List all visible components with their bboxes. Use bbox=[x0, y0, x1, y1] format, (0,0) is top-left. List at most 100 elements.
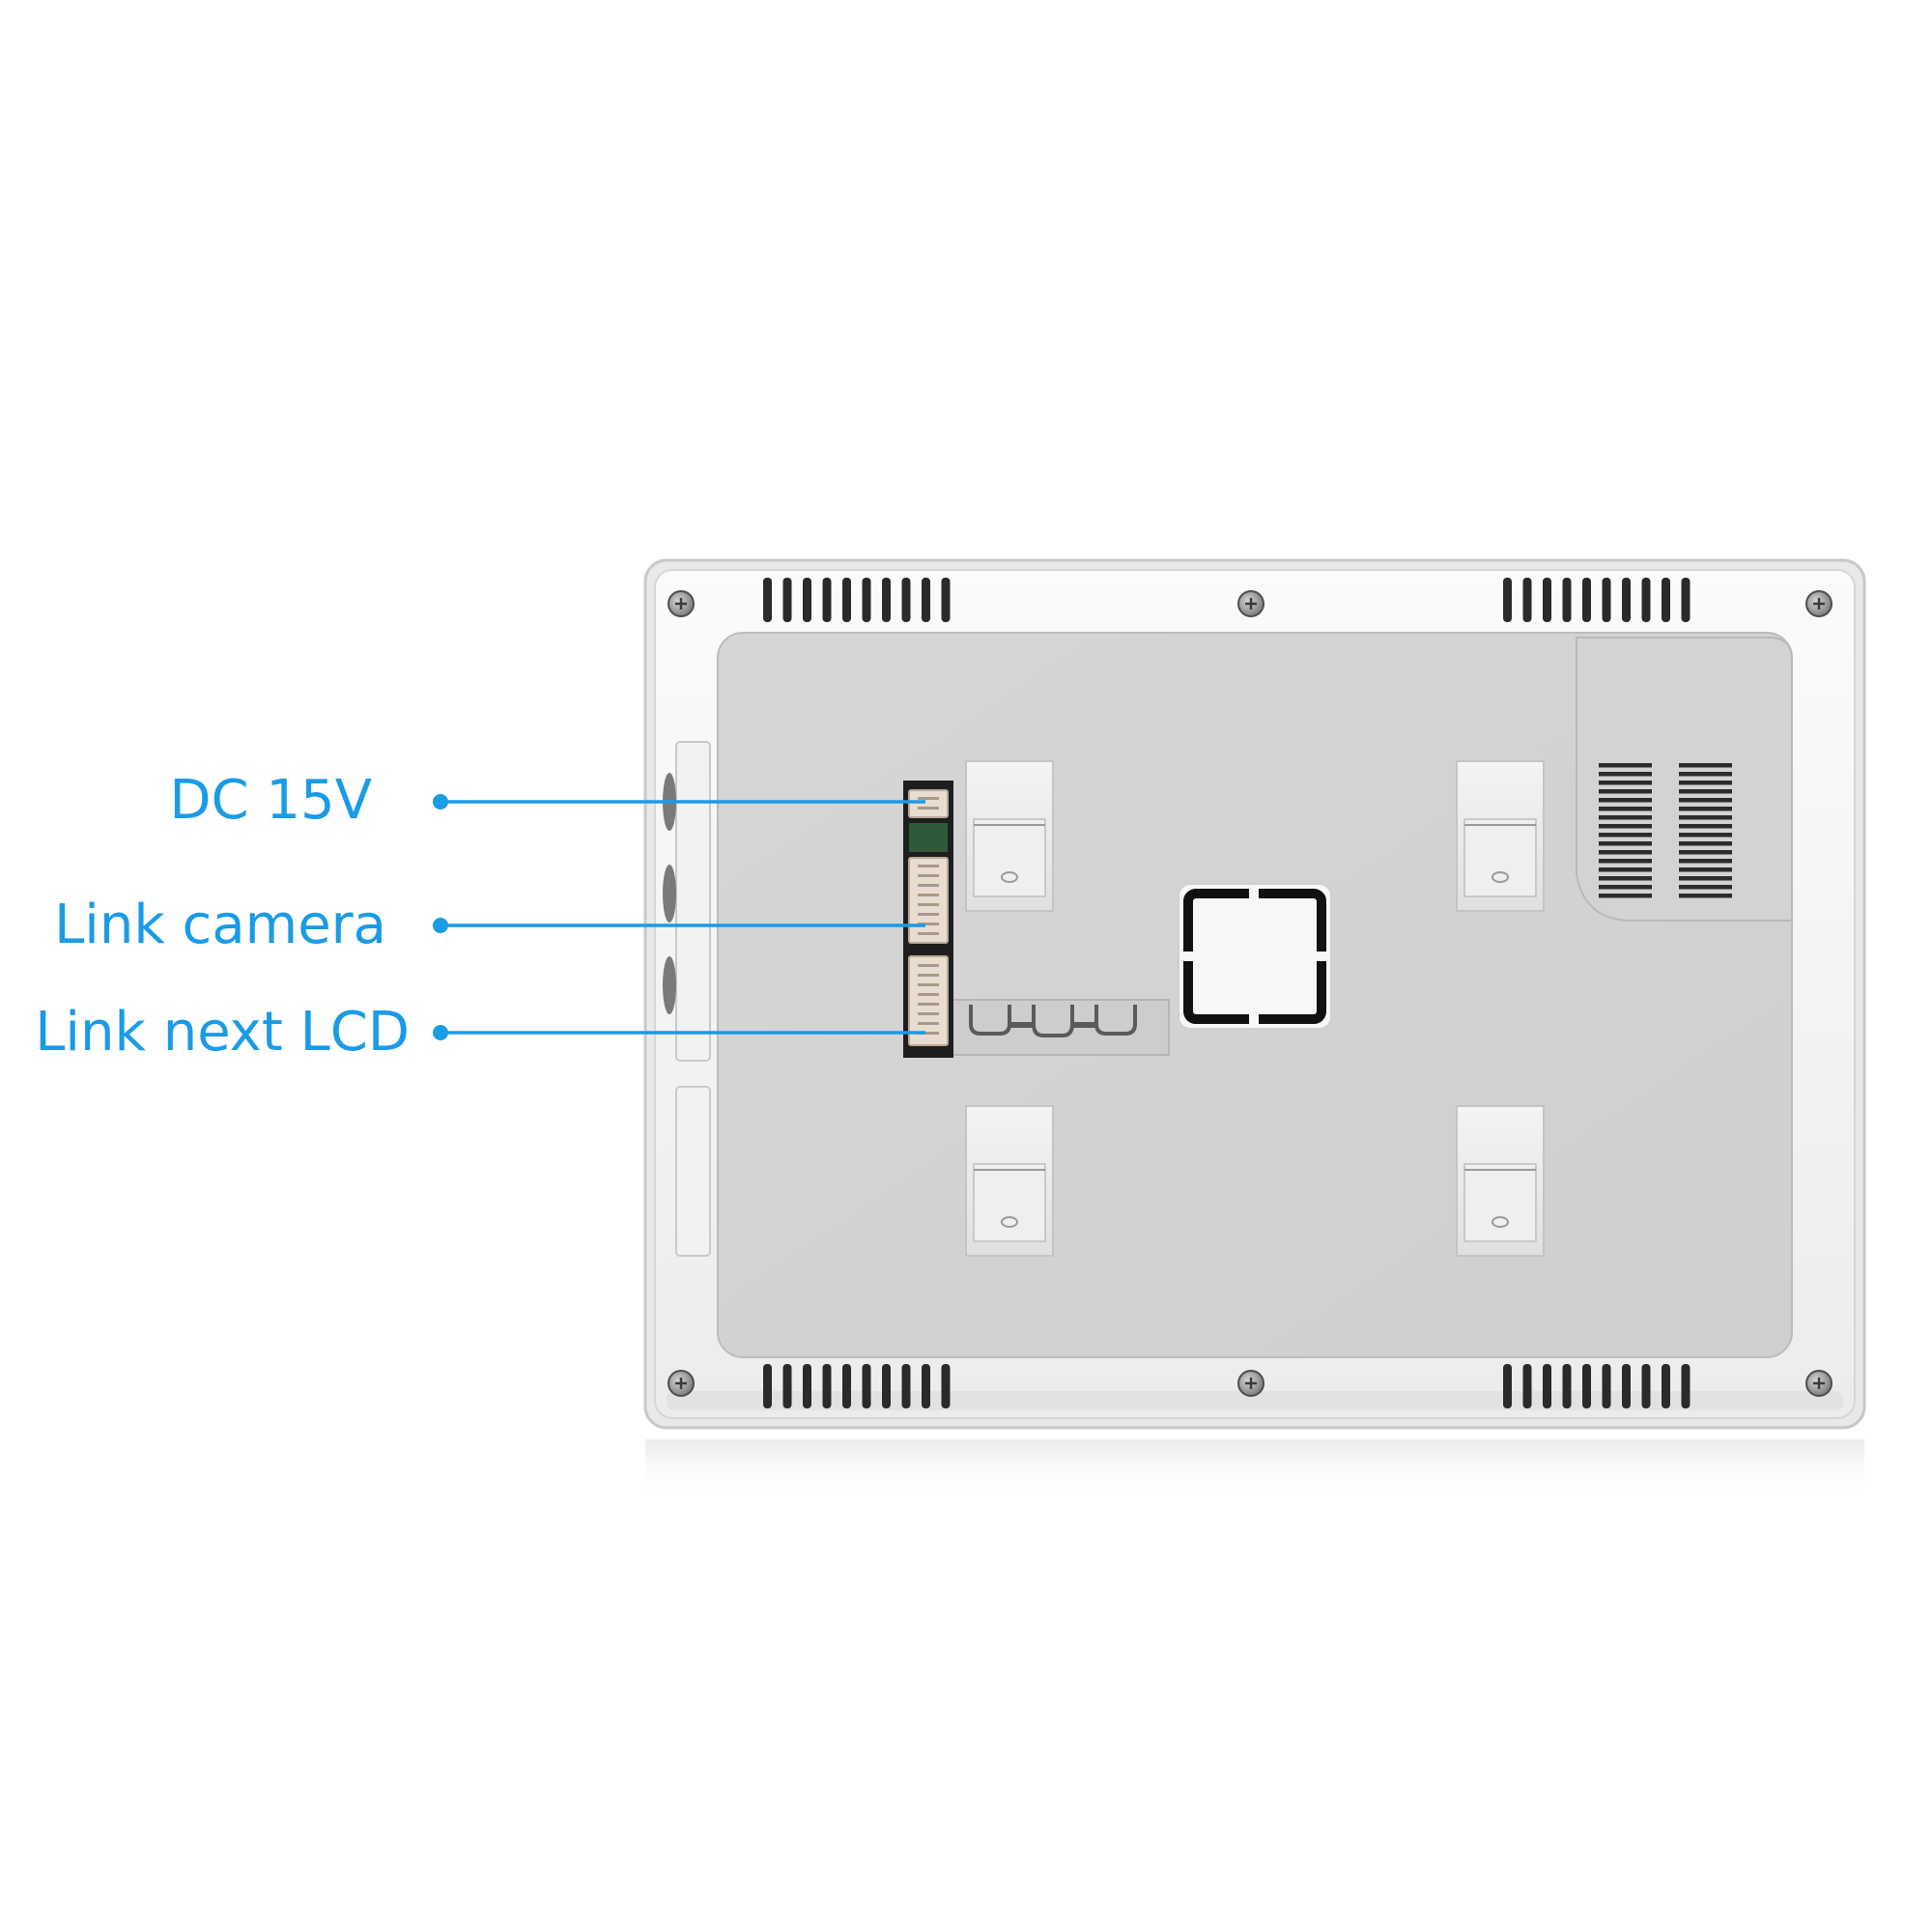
vent-slot bbox=[862, 578, 871, 622]
vent-slot bbox=[1543, 1364, 1551, 1408]
bracket-hole bbox=[1001, 1216, 1018, 1228]
connector-pin bbox=[918, 1022, 939, 1025]
grille-bar bbox=[1599, 798, 1652, 803]
vent-slot bbox=[782, 1364, 792, 1408]
screws bbox=[668, 590, 1833, 1397]
vent-slot bbox=[882, 1364, 891, 1408]
mounting-brackets bbox=[965, 760, 1545, 1257]
speaker-panel bbox=[1576, 637, 1793, 922]
vent-slots-top-right bbox=[1503, 578, 1690, 622]
connector-pin bbox=[918, 894, 939, 896]
connector-pin bbox=[918, 1032, 939, 1035]
grille-bar bbox=[1599, 824, 1652, 829]
bracket-slot bbox=[1463, 818, 1537, 897]
connector-pin bbox=[918, 964, 939, 967]
vent-slot bbox=[1622, 1364, 1631, 1408]
connector-pin bbox=[918, 807, 939, 810]
connector-pin bbox=[918, 983, 939, 986]
grille-bar bbox=[1679, 807, 1732, 811]
connector-pin bbox=[918, 974, 939, 977]
connector-pin bbox=[918, 1003, 939, 1006]
grille-bar bbox=[1679, 885, 1732, 890]
side-buttons bbox=[663, 741, 711, 1257]
callout-label-dc-15v: DC 15V bbox=[169, 769, 372, 832]
connector-pin bbox=[918, 874, 939, 877]
grille-bar bbox=[1679, 894, 1732, 898]
vent-slot bbox=[1681, 578, 1690, 622]
screw-slot bbox=[1813, 598, 1825, 610]
grille-bar bbox=[1599, 789, 1652, 794]
grille-bar bbox=[1679, 850, 1732, 855]
vent-slot bbox=[1503, 578, 1512, 622]
grille-bar bbox=[1599, 867, 1652, 872]
vent-slot bbox=[1562, 578, 1572, 622]
grille-bar bbox=[1679, 867, 1732, 872]
grille-bar bbox=[1679, 815, 1732, 820]
connector-pin bbox=[918, 932, 939, 935]
vent-slots-top-left bbox=[763, 578, 951, 622]
bracket-hole bbox=[1001, 871, 1018, 883]
bracket-hole bbox=[1492, 1216, 1509, 1228]
vent-slot bbox=[782, 578, 792, 622]
grille-bar bbox=[1599, 885, 1652, 890]
connector-pin bbox=[918, 1012, 939, 1015]
grille-bar bbox=[1679, 833, 1732, 838]
vent-slot bbox=[1641, 578, 1651, 622]
vent-slot bbox=[1522, 1364, 1532, 1408]
connector-pin bbox=[918, 797, 939, 800]
grille-bar bbox=[1679, 876, 1732, 881]
vent-slot bbox=[822, 578, 832, 622]
grille-bar bbox=[1599, 833, 1652, 838]
vent-slot bbox=[842, 1364, 851, 1408]
vent-slot bbox=[803, 1364, 811, 1408]
grille-bar bbox=[1679, 859, 1732, 864]
grille-bar bbox=[1599, 781, 1652, 785]
vent-slot bbox=[901, 578, 911, 622]
vent-slot bbox=[1641, 1364, 1651, 1408]
vent-slot bbox=[842, 578, 851, 622]
grille-bar bbox=[1679, 763, 1732, 768]
connector-pin bbox=[918, 913, 939, 916]
grille-bar bbox=[1679, 789, 1732, 794]
vent-slot bbox=[822, 1364, 832, 1408]
cable-channel-notches bbox=[969, 1005, 1137, 1037]
bracket-slot bbox=[1463, 1163, 1537, 1242]
callout-label-link-next-lcd: Link next LCD bbox=[35, 1001, 410, 1064]
connector-pins bbox=[918, 797, 939, 1035]
vent-slot bbox=[941, 1364, 951, 1408]
connector-pin bbox=[918, 993, 939, 996]
grille-bar bbox=[1679, 798, 1732, 803]
vent-slot bbox=[803, 578, 811, 622]
grille-bar bbox=[1599, 850, 1652, 855]
vent-slot bbox=[1681, 1364, 1690, 1408]
grille-bar bbox=[1679, 841, 1732, 846]
connector-pin bbox=[918, 923, 939, 925]
bracket-slot bbox=[973, 818, 1046, 897]
monitor-housing bbox=[643, 558, 1866, 1497]
vent-slot bbox=[1582, 1364, 1591, 1408]
vent-slot bbox=[922, 578, 930, 622]
grille-bar bbox=[1679, 772, 1732, 777]
callout-camera: Link camera bbox=[54, 894, 925, 956]
center-mount-hole bbox=[1178, 883, 1332, 1030]
callout-power: DC 15V bbox=[169, 769, 925, 832]
grille-bar bbox=[1599, 894, 1652, 898]
device-reflection bbox=[645, 1439, 1864, 1497]
grille-bar bbox=[1599, 815, 1652, 820]
connector-pin bbox=[918, 884, 939, 887]
vent-slot bbox=[1543, 578, 1551, 622]
vent-slot bbox=[862, 1364, 871, 1408]
vent-slot bbox=[1602, 578, 1611, 622]
vent-slot bbox=[941, 578, 951, 622]
screw-slot bbox=[1813, 1378, 1825, 1389]
grille-bar bbox=[1599, 859, 1652, 864]
vent-slots-bottom-left bbox=[763, 1364, 951, 1408]
vent-slots-bottom-right bbox=[1503, 1364, 1690, 1408]
vent-slot bbox=[1622, 578, 1631, 622]
vent-slot bbox=[922, 1364, 930, 1408]
vent-slot bbox=[1662, 1364, 1670, 1408]
vent-slot bbox=[901, 1364, 911, 1408]
speaker-grille bbox=[1599, 763, 1732, 898]
vent-slot bbox=[1503, 1364, 1512, 1408]
